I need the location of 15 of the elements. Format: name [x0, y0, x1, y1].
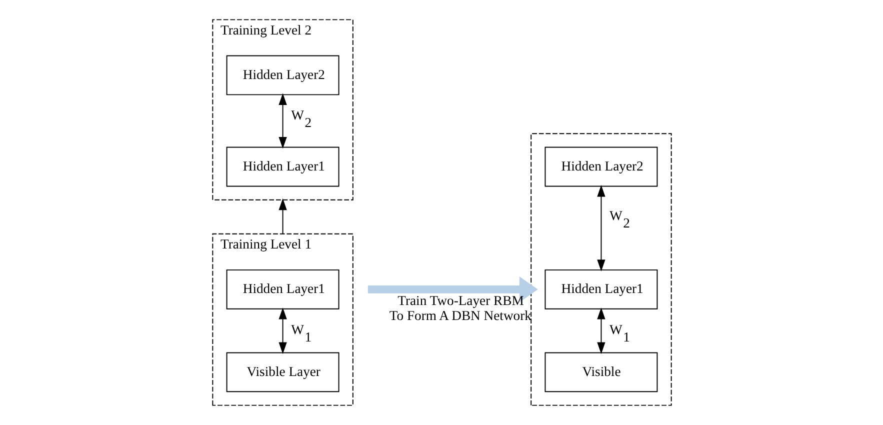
- arrow: [278, 308, 286, 354]
- cluster: [530, 133, 672, 406]
- node-box: Hidden Layer1: [226, 146, 339, 187]
- node-box: Visible Layer: [226, 352, 339, 392]
- edge-label: Train Two-Layer RBM To Form A DBN Network: [388, 293, 531, 323]
- arrow: [367, 276, 538, 302]
- arrow: [596, 185, 605, 272]
- node-box: Hidden Layer1: [544, 269, 658, 310]
- arrow: [278, 198, 286, 234]
- arrow: [596, 308, 605, 354]
- node-box: Hidden Layer2: [544, 146, 658, 187]
- node-box: Visible: [544, 352, 658, 392]
- arrow: [278, 93, 286, 149]
- node-box: Hidden Layer1: [226, 269, 339, 310]
- node-box: Hidden Layer2: [226, 55, 339, 96]
